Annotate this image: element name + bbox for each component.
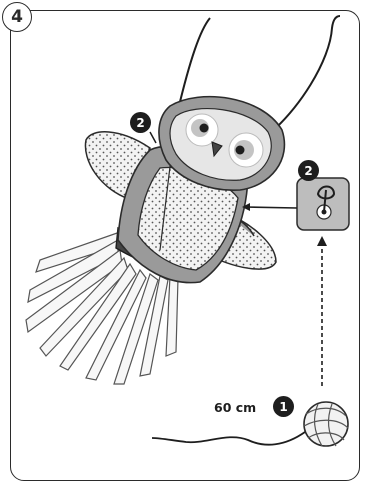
- yarn-strand: [152, 432, 305, 445]
- inset-to-owl-arrow: [244, 207, 297, 208]
- owl-attach-marker: 2: [130, 112, 151, 133]
- left-eye: [200, 124, 209, 133]
- step-number-badge: 4: [2, 2, 32, 32]
- owl-attach-pointer: [150, 132, 156, 143]
- yarn-ball: [304, 402, 348, 446]
- detail-inset: [297, 178, 349, 230]
- right-eye: [236, 146, 245, 155]
- holder-attach-marker: 2: [298, 160, 319, 181]
- yarn-length-text: 60 cm: [214, 400, 256, 415]
- yarn-length-label: 60 cm: [214, 400, 256, 415]
- yarn-step-marker: 1: [273, 396, 294, 417]
